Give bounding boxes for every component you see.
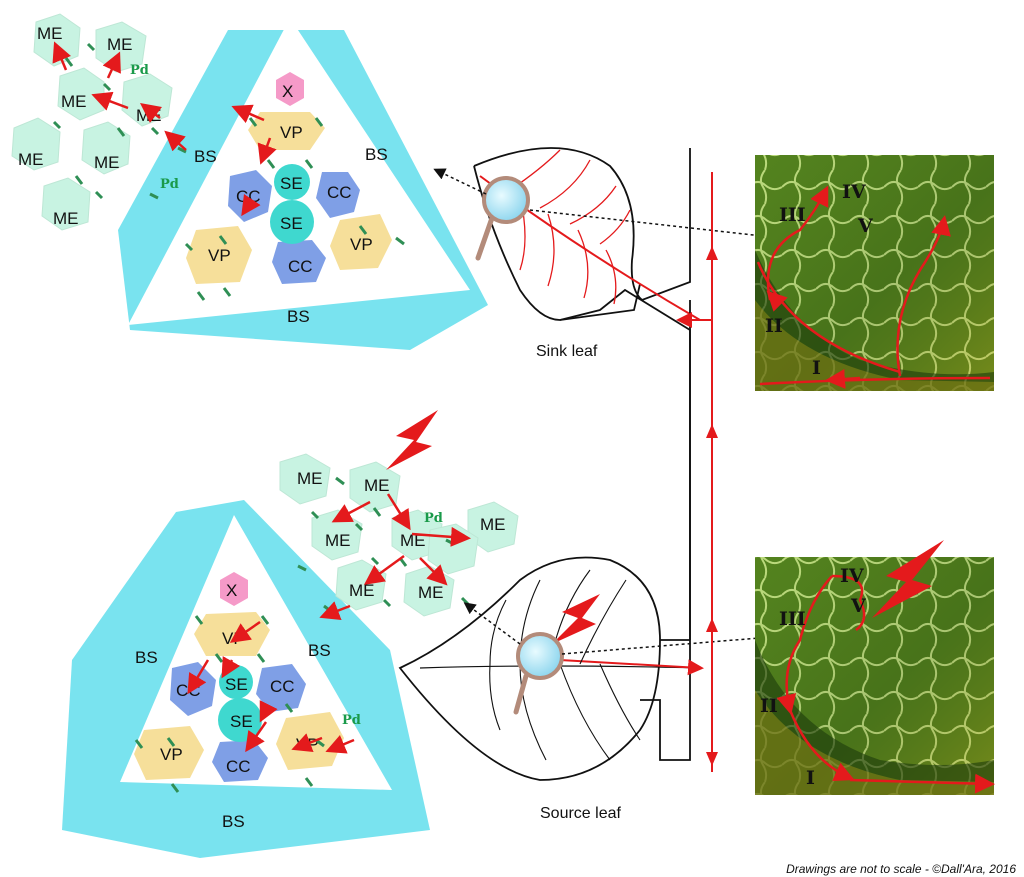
bs-label: BS [222,812,245,831]
transport-arrows [231,104,277,217]
vp-label: VP [208,246,231,265]
xylem-cell [276,72,304,106]
vein-order-ii: II [760,695,778,717]
sink-leaf-photo: III IV V II I [755,155,994,391]
bs-label: BS [287,307,310,326]
pd-label: Pd [160,177,179,192]
me-label: ME [325,531,351,550]
vascular-parenchyma-cell [330,214,392,270]
companion-cell [256,664,306,712]
sink-mesophyll-cluster: ME ME ME ME ME ME ME Pd Pd [11,13,187,231]
companion-cell [316,172,360,218]
vein-order-iv: IV [840,565,865,587]
source-leaf-label: Source leaf [540,805,621,822]
vascular-parenchyma-cell [134,726,204,780]
stress-lightning-icon [872,540,944,618]
xylem-label: X [282,82,293,101]
stem-phloem-flow [676,172,718,772]
me-label: ME [107,35,133,54]
me-label: ME [37,24,63,43]
vein-order-iii: III [779,204,806,226]
pd-label: Pd [342,713,361,728]
se-label: SE [230,712,253,731]
me-label: ME [94,153,120,172]
se-label: SE [280,174,303,193]
bs-label: BS [135,648,158,667]
vascular-parenchyma-cell [186,226,252,284]
me-label: ME [418,583,444,602]
se-label: SE [225,675,248,694]
vp-label: VP [160,745,183,764]
source-mesophyll-cluster: ME ME ME ME ME ME ME Pd [279,410,519,620]
transport-arrows [52,41,187,152]
vp-label: VP [280,123,303,142]
magnifier-lens-icon [482,176,530,224]
transport-arrows [187,620,355,754]
vein-order-i: I [806,767,815,789]
bs-label: BS [308,641,331,660]
source-leaf-photo: IV V III II I [755,540,995,795]
me-label: ME [53,209,79,228]
stress-lightning-icon [386,410,438,470]
credit-line: Drawings are not to scale - ©Dall'Ara, 2… [786,862,1016,876]
me-label: ME [61,92,87,111]
vein-order-iii: III [779,608,806,630]
sink-leaf-label: Sink leaf [536,343,598,360]
magnifier-lens-icon [516,632,564,680]
bs-label: BS [365,145,388,164]
cc-label: CC [226,757,251,776]
transport-arrows [319,493,471,620]
vein-order-v: V [857,215,874,237]
plasmodesmata-group [134,615,325,793]
vein-order-ii: II [765,315,783,337]
pd-label: Pd [424,511,443,526]
stress-lightning-icon [552,594,600,644]
source-vein-cross-section: BS BS BS X VP VP VP CC CC CC SE SE Pd [62,500,430,858]
me-label: ME [480,515,506,534]
me-label: ME [364,476,390,495]
xylem-cell [220,572,248,606]
cc-label: CC [288,257,313,276]
se-label: SE [280,214,303,233]
vein-order-v: V [850,595,867,617]
pd-label: Pd [130,63,149,78]
sieve-element [274,164,310,200]
cc-label: CC [270,677,295,696]
cc-label: CC [327,183,352,202]
vascular-parenchyma-cell [248,112,325,150]
me-label: ME [297,469,323,488]
cc-label: CC [176,681,201,700]
vein-order-iv: IV [842,181,867,203]
cc-label: CC [236,187,261,206]
me-label: ME [18,150,44,169]
vein-order-i: I [812,357,821,379]
companion-cell [272,240,326,284]
sieve-element [270,200,314,244]
bs-label: BS [194,147,217,166]
sink-leaf-drawing: Sink leaf [433,147,783,640]
vp-label: VP [222,629,245,648]
xylem-label: X [226,581,237,600]
sink-vein-cross-section: BS BS BS X VP VP VP CC CC CC SE SE [118,18,488,350]
flow-direction-arrows [706,246,718,766]
me-label: ME [349,581,375,600]
vp-label: VP [350,235,373,254]
